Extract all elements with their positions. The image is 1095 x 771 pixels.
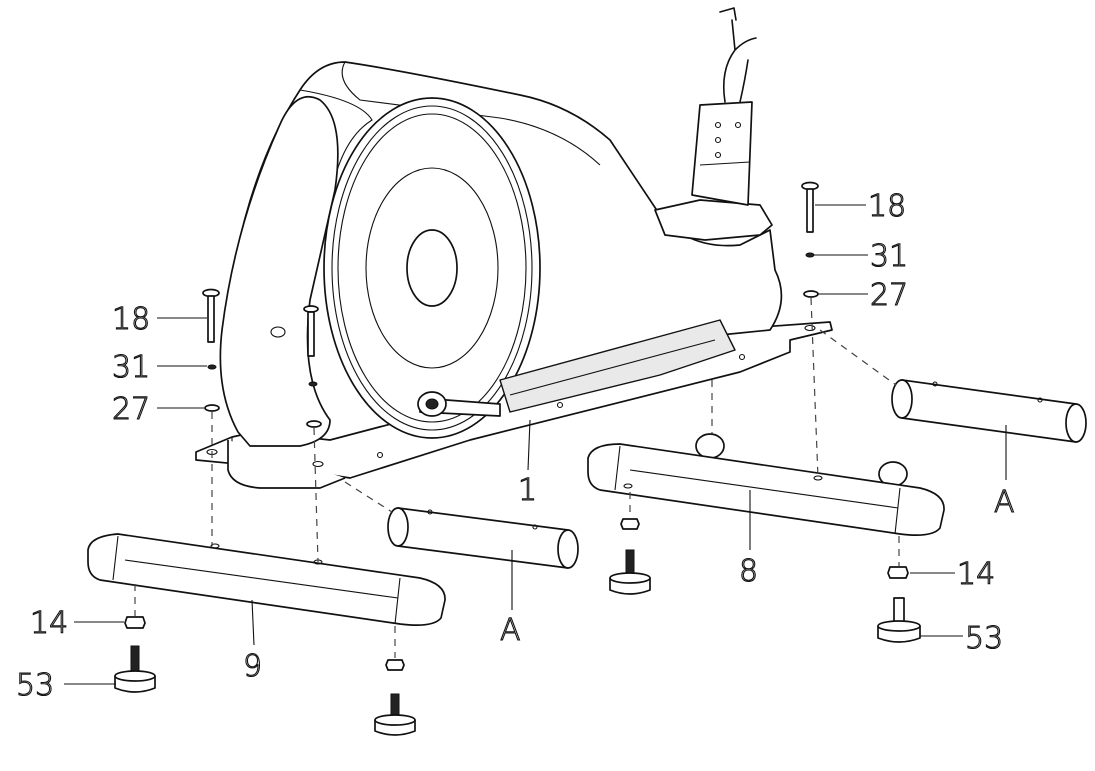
foot-53-left	[114, 645, 156, 693]
label-part-1: 1	[518, 473, 537, 508]
main-frame-assembly	[195, 7, 833, 489]
label-part-53-left: 53	[16, 668, 54, 703]
washer-31-right	[805, 252, 815, 258]
label-part-14-right: 14	[957, 557, 995, 592]
front-stabilizer	[587, 433, 945, 536]
label-part-a-right: A	[994, 485, 1015, 520]
washer-27-middle	[306, 420, 322, 428]
rear-stabilizer	[87, 533, 446, 626]
washer-27-left	[204, 404, 220, 412]
label-part-14-left: 14	[30, 606, 68, 641]
foot-53-mid	[374, 693, 416, 736]
nut-14-mid	[385, 659, 405, 671]
leader-lines	[64, 204, 1007, 685]
label-part-8: 8	[739, 554, 758, 589]
tube-a-left	[387, 507, 579, 569]
washer-31-middle	[308, 381, 318, 387]
label-part-31-right: 31	[870, 239, 908, 274]
bolt-18-right	[801, 181, 819, 233]
nut-14-front-left	[620, 518, 640, 530]
label-part-18-left: 18	[112, 302, 150, 337]
label-part-9: 9	[243, 649, 262, 684]
label-part-a-left: A	[500, 613, 521, 648]
bolt-18-middle	[303, 305, 319, 357]
label-part-31-left: 31	[112, 350, 150, 385]
nut-14-left	[124, 616, 146, 629]
assembly-guide-lines	[134, 297, 900, 658]
label-part-18-right: 18	[868, 189, 906, 224]
label-part-53-right: 53	[965, 621, 1003, 656]
tube-a-right	[891, 379, 1087, 443]
washer-27-right	[803, 290, 819, 298]
callout-labels: 18 31 27 18 31 27 1 8 9 A A 14 53 14 53	[15, 188, 1015, 703]
foot-53-right	[877, 597, 921, 643]
label-part-27-left: 27	[112, 392, 150, 427]
washer-31-left	[207, 364, 217, 370]
foot-53-front-left	[609, 549, 651, 595]
nut-14-right	[887, 566, 909, 579]
label-part-27-right: 27	[870, 278, 908, 313]
bolt-18-left	[202, 288, 220, 343]
